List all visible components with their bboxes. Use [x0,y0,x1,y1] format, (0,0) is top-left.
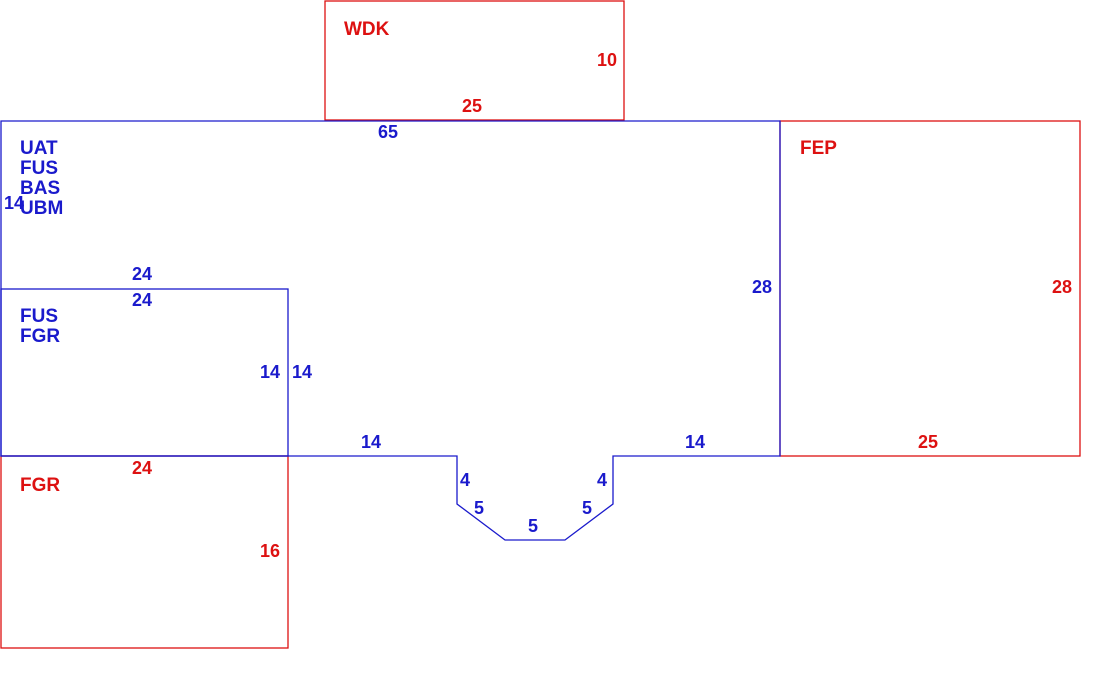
fep-dim-height: 28 [1052,277,1072,297]
main-outline [0,120,781,541]
lower-left-dim-top: 24 [132,290,152,310]
edge-dim-right-side: 14 [292,362,312,382]
main-dim-left: 14 [4,193,24,213]
main-dim-top: 65 [378,122,398,142]
fgr-label: FGR [20,475,60,496]
main-code-3: BAS [20,178,60,199]
main-dim-bottom-left: 24 [132,264,152,284]
main-code-4: UBM [20,198,63,219]
fgr-dim-height: 16 [260,541,280,561]
main-dim-right: 28 [752,277,772,297]
fep-outline [779,120,1081,457]
bottom-edge-dim-right: 14 [685,432,705,452]
lower-left-dim-right: 14 [260,362,280,382]
lower-left-code-1: FUS [20,306,58,327]
fep-dim-width: 25 [918,432,938,452]
main-code-2: FUS [20,158,58,179]
bay-dim-bottom: 5 [528,516,538,536]
lower-left-code-2: FGR [20,326,60,347]
wdk-dim-width: 25 [462,96,482,116]
wdk-outline [324,0,625,121]
fgr-dim-top: 24 [132,458,152,478]
wdk-label: WDK [344,19,390,40]
lower-left-outline [0,288,289,457]
bay-dim-left-side: 4 [460,470,470,490]
fep-label: FEP [800,138,837,159]
bay-dim-right-angle: 5 [582,498,592,518]
wdk-dim-height: 10 [597,50,617,70]
bottom-edge-dim-left: 14 [361,432,381,452]
bay-dim-left-angle: 5 [474,498,484,518]
main-code-1: UAT [20,138,58,159]
bay-dim-right-side: 4 [597,470,607,490]
